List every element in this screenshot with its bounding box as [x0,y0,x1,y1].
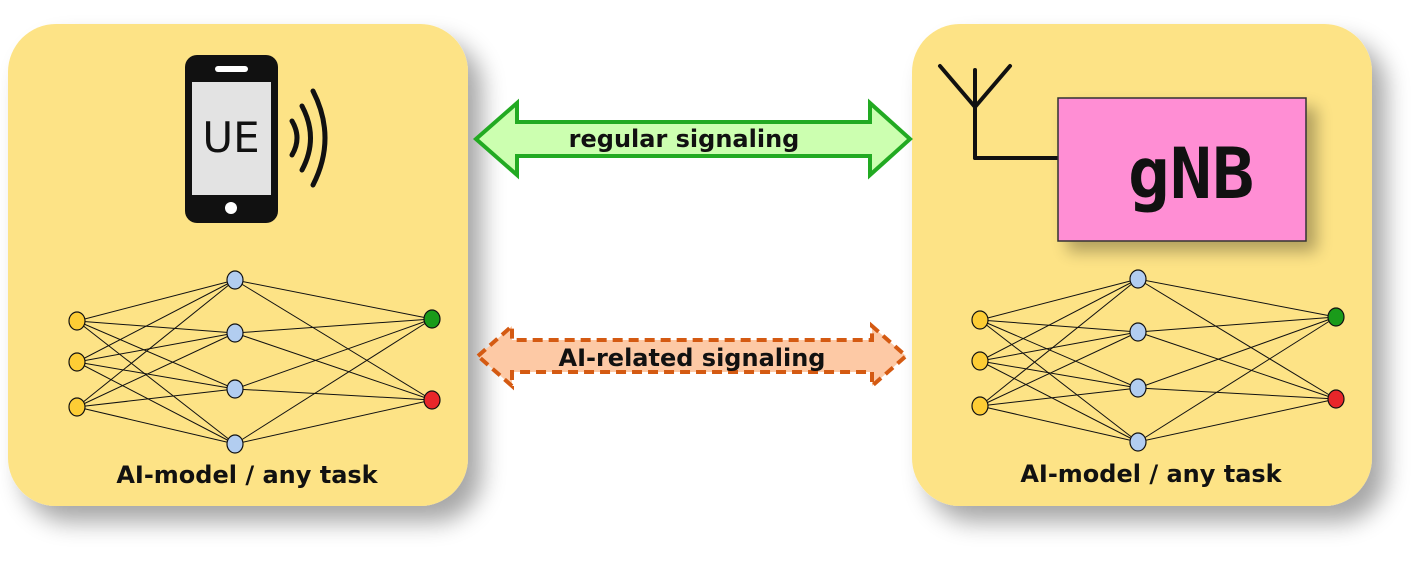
ue-panel: UE AI-model / any task [8,24,468,506]
nn-edge [76,320,236,334]
gnb-box [1057,97,1307,242]
wireless-signal-icon [289,88,328,188]
nn-edge [979,319,1139,443]
nn-edge [76,388,236,408]
nn-input-node [971,351,989,371]
gnb-panel: gNB AI-model / any task [912,24,1372,506]
nn-input-node [68,352,86,372]
nn-edge [1137,316,1337,389]
nn-edge [234,399,433,445]
nn-input-node [68,397,86,417]
nn-edge [979,331,1139,407]
nn-edge [234,332,433,401]
nn-input-node [971,396,989,416]
nn-edge [979,319,1139,389]
nn-hidden-node [226,323,244,343]
nn-edge [234,318,433,334]
nn-edge [1137,316,1337,333]
nn-edge [979,331,1139,362]
nn-hidden-node [226,434,244,454]
nn-hidden-node [1129,432,1147,452]
gnb-neural-network-icon [971,269,1345,452]
nn-edge [979,278,1139,407]
phone-icon [185,55,278,223]
nn-edge [1137,398,1337,443]
nn-edge [76,279,236,363]
nn-edge [979,319,1139,333]
nn-edge [234,279,433,401]
ai-signaling-arrow: AI-related signaling [474,321,910,391]
nn-edge [76,406,236,445]
nn-edge [234,279,433,320]
ai-signaling-label: AI-related signaling [559,344,826,372]
nn-edge [76,332,236,363]
nn-output-node [1327,307,1345,327]
nn-edge [1137,316,1337,443]
nn-output-node [1327,389,1345,409]
nn-output-node [423,309,441,329]
regular-signaling-arrow: regular signaling [472,98,913,180]
nn-edge [76,279,236,408]
nn-input-node [68,311,86,331]
nn-edge [979,405,1139,443]
nn-edge [76,361,236,390]
ue-model-caption: AI-model / any task [116,461,378,489]
nn-output-node [423,390,441,410]
gnb-model-caption: AI-model / any task [1020,460,1282,488]
antenna-icon [938,64,1060,160]
nn-input-node [971,310,989,330]
regular-signaling-label: regular signaling [569,125,800,153]
nn-edge [1137,331,1337,400]
nn-edge [76,279,236,322]
nn-edge [76,332,236,408]
nn-edge [1137,387,1337,400]
nn-edge [979,278,1139,321]
nn-hidden-node [1129,269,1147,289]
nn-edge [1137,278,1337,318]
nn-edge [979,360,1139,389]
ue-neural-network-icon [68,270,441,454]
nn-edge [234,318,433,390]
nn-edge [234,318,433,445]
nn-edge [1137,278,1337,400]
ue-device-label: UE [202,113,259,162]
nn-hidden-node [226,379,244,399]
gnb-station-label: gNB [1128,133,1254,215]
nn-edge [979,387,1139,407]
nn-edge [76,320,236,390]
nn-edge [76,320,236,445]
nn-hidden-node [226,270,244,290]
nn-edge [979,278,1139,362]
nn-edge [76,361,236,445]
nn-edge [979,360,1139,443]
nn-edge [234,388,433,401]
nn-hidden-node [1129,378,1147,398]
nn-hidden-node [1129,322,1147,342]
